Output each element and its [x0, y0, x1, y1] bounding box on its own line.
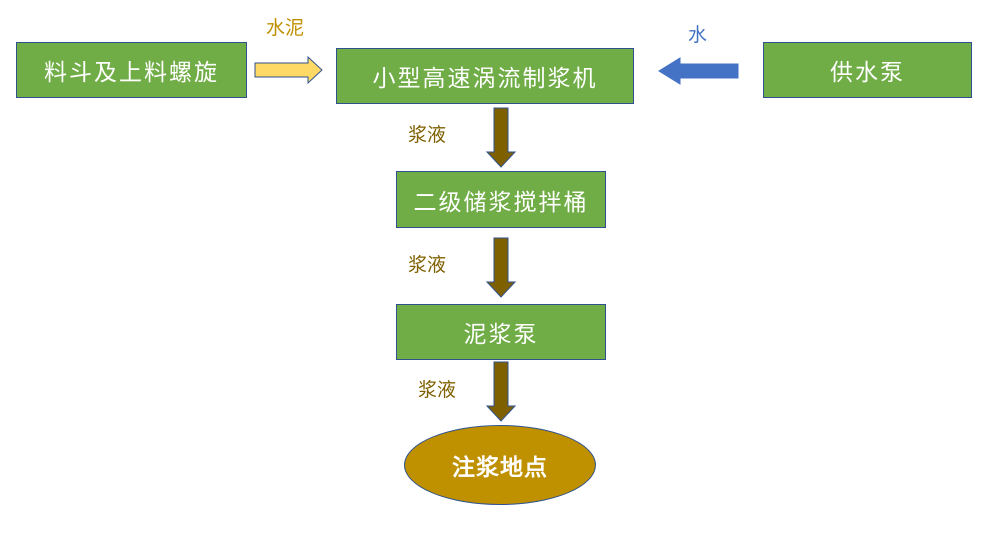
- water-label: 水: [688, 24, 708, 46]
- slurry-label-2: 浆液: [408, 254, 447, 276]
- vortex-mixer-label: 小型高速涡流制浆机: [372, 66, 598, 92]
- grout-point-label: 注浆地点: [452, 455, 548, 481]
- hopper-screw-label: 料斗及上料螺旋: [44, 60, 219, 86]
- grout-point-oval: 注浆地点: [404, 425, 596, 505]
- slurry-arrow-icon-3: [485, 361, 517, 422]
- cement-arrow-icon: [254, 55, 323, 85]
- mud-pump-box: 泥浆泵: [396, 304, 606, 360]
- slurry-arrow-icon-1: [485, 107, 517, 168]
- storage-tank-box: 二级储浆搅拌桶: [396, 171, 606, 228]
- cement-label: 水泥: [266, 17, 305, 39]
- vortex-mixer-box: 小型高速涡流制浆机: [336, 48, 634, 104]
- water-pump-label: 供水泵: [830, 60, 905, 86]
- mud-pump-label: 泥浆泵: [463, 322, 539, 348]
- storage-tank-label: 二级储浆搅拌桶: [413, 189, 589, 216]
- hopper-screw-box: 料斗及上料螺旋: [16, 42, 247, 98]
- slurry-label-1: 浆液: [408, 124, 447, 146]
- water-arrow-icon: [658, 57, 739, 85]
- slurry-label-3: 浆液: [418, 379, 457, 401]
- slurry-arrow-icon-2: [485, 237, 517, 298]
- water-pump-box: 供水泵: [763, 42, 972, 98]
